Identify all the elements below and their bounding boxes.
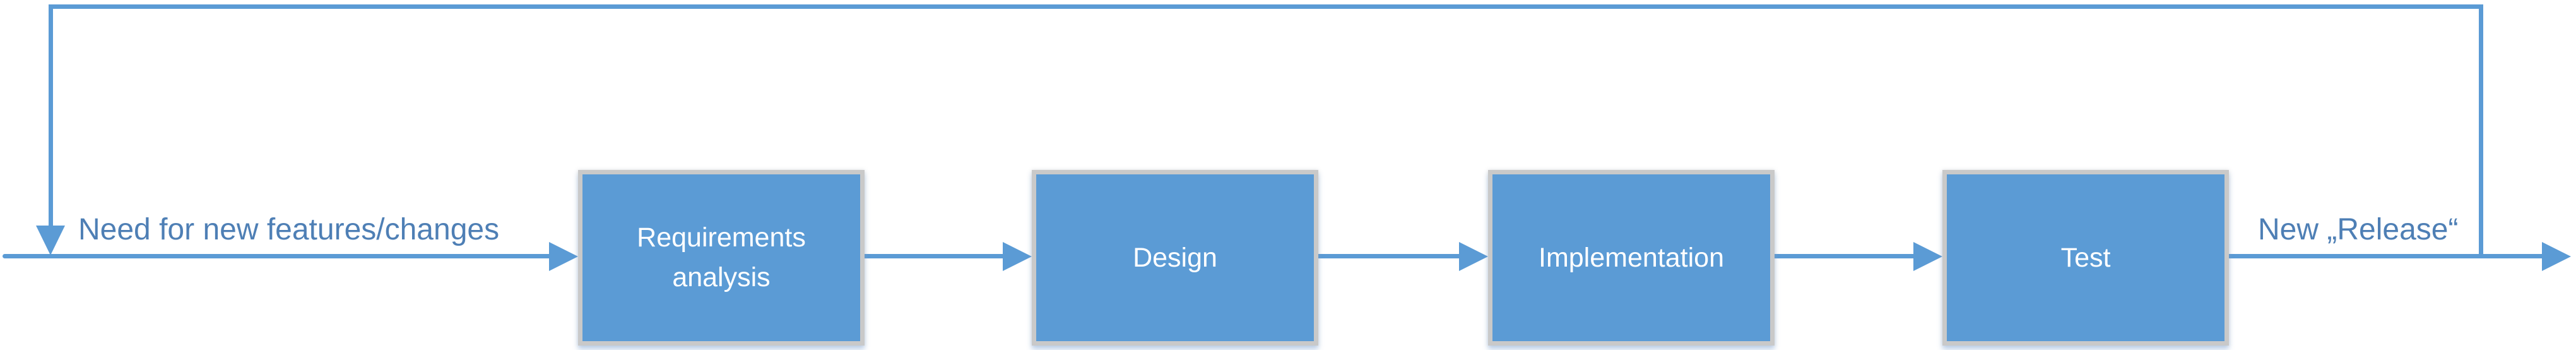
feedback-loop-right-line — [2479, 4, 2483, 255]
box-test: Test — [1942, 170, 2229, 346]
box-label: Test — [2060, 242, 2111, 273]
arrowhead-into-design-icon — [1003, 242, 1032, 271]
arrowhead-into-implementation-icon — [1459, 242, 1488, 271]
box-implementation: Implementation — [1488, 170, 1775, 346]
box-design: Design — [1032, 170, 1318, 346]
arrowhead-into-requirements-icon — [549, 242, 578, 271]
feedback-arrowhead-down-icon — [36, 226, 65, 255]
connector-design-implementation — [1318, 254, 1460, 258]
box-label: Design — [1133, 242, 1217, 273]
box-requirements-analysis: Requirements analysis — [578, 170, 865, 346]
feedback-loop-left-line — [49, 4, 53, 227]
connector-implementation-test — [1773, 254, 1914, 258]
box-label: Requirements analysis — [637, 222, 806, 293]
input-label: Need for new features/changes — [78, 213, 500, 246]
connector-requirements-design — [864, 254, 1004, 258]
box-label: Implementation — [1539, 242, 1724, 273]
output-flow-line — [2223, 254, 2543, 258]
input-flow-line — [3, 254, 550, 258]
output-label: New „Release“ — [2258, 213, 2459, 246]
output-arrowhead-icon — [2542, 242, 2571, 271]
arrowhead-into-test-icon — [1913, 242, 1942, 271]
feedback-loop-top-line — [49, 4, 2483, 9]
